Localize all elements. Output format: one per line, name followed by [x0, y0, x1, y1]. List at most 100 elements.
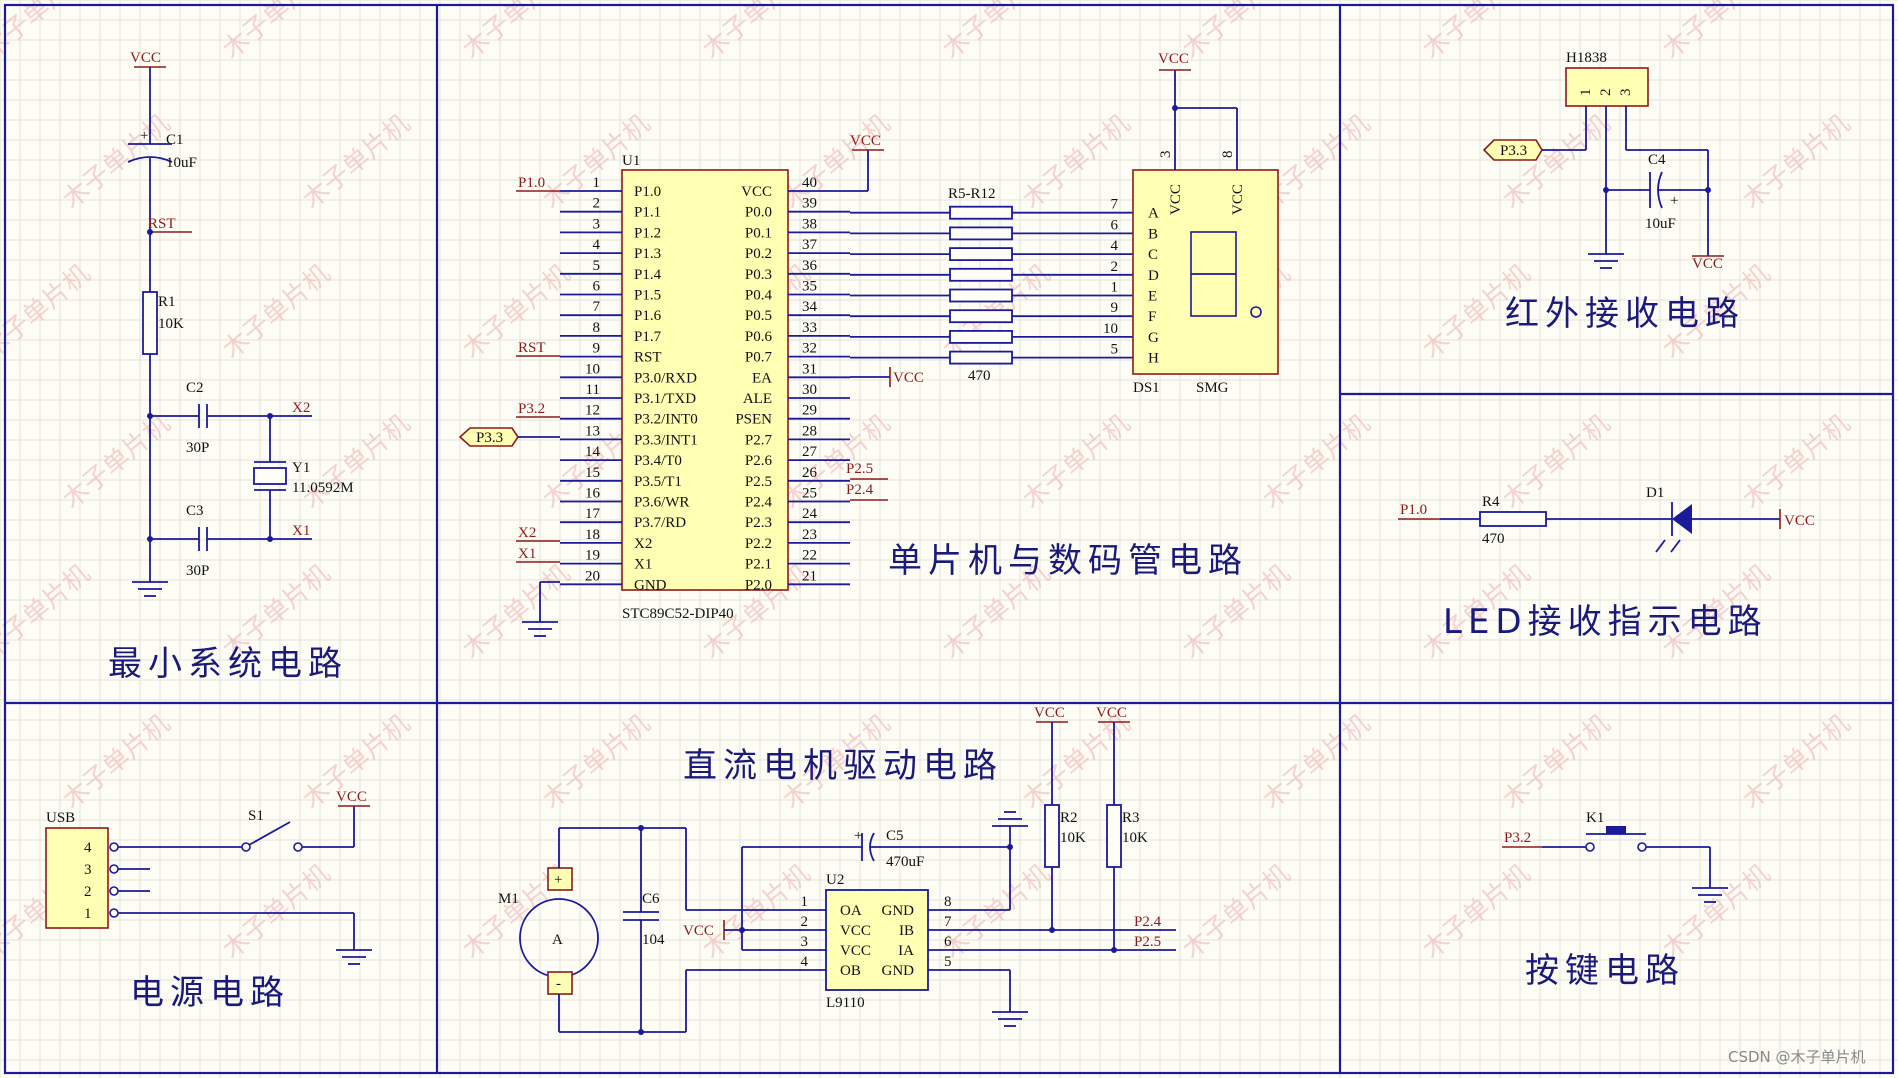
- ir-sensor-body: [1565, 67, 1649, 107]
- watermark-text: 木子单片机: [1497, 109, 1616, 216]
- ir-receiver-circuit: H1838 1 2 3 P3.3 VCC C4 + 10uF: [1482, 50, 1724, 272]
- mcu-right-pin-num: 37: [802, 237, 818, 253]
- c5-ref: C5: [886, 828, 904, 844]
- watermark-text: 木子单片机: [1017, 109, 1136, 216]
- r3-resistor: [1106, 804, 1122, 868]
- watermark-text: 木子单片机: [1737, 709, 1856, 816]
- ir-ref: H1838: [1566, 50, 1607, 66]
- s1-ref: S1: [248, 808, 264, 824]
- section-frames: [3, 3, 1895, 1075]
- ir-pin1: 1: [1578, 89, 1594, 97]
- y1-value: 11.0592M: [292, 480, 354, 496]
- mcu-right-pin-name: P0.7: [745, 350, 773, 366]
- usb-ref: USB: [46, 810, 75, 826]
- mcu-right-pin-num: 23: [802, 527, 817, 543]
- mcu-left-pin-num: 8: [593, 320, 601, 336]
- display-ds1: DS1 SMG VCC 3 8 VCC VCC 7A6B4C2D1E9F10G5…: [1103, 51, 1279, 396]
- ir-pin2: 2: [1598, 89, 1614, 97]
- mcu-right-pin-name: P0.3: [745, 267, 772, 283]
- mcu-right-pin-num: 31: [802, 361, 817, 377]
- watermark-text: 木子单片机: [217, 0, 336, 65]
- u2-left-pin-num: 1: [801, 894, 809, 910]
- mcu-left-pin-num: 12: [585, 403, 600, 419]
- mcu-left-pin-name: RST: [634, 350, 662, 366]
- ds1-pin-num: 7: [1111, 197, 1119, 213]
- mcu-right-pin-num: 30: [802, 382, 817, 398]
- watermark-text: 木子单片机: [457, 559, 576, 666]
- array-resistor: [949, 350, 1013, 365]
- watermark-text: 木子单片机: [297, 109, 416, 216]
- mcu-right-pin-num: 40: [802, 175, 817, 191]
- watermark-text: 木子单片机: [217, 859, 336, 966]
- u2-left-pin-name: VCC: [840, 923, 871, 939]
- mcu-left-pin-name: P3.4/T0: [634, 453, 682, 469]
- ds1-pin-name: G: [1148, 330, 1159, 346]
- k1-ref: K1: [1586, 810, 1604, 826]
- ds1-part: SMG: [1196, 380, 1229, 396]
- c1-plus: +: [140, 128, 148, 144]
- mcu-left-pin-num: 2: [593, 196, 601, 212]
- ds1-pin-num: 5: [1111, 342, 1119, 358]
- mcu-right-pin-name: VCC: [741, 184, 772, 200]
- watermark-text: 木子单片机: [1017, 709, 1136, 816]
- watermark-text: 木子单片机: [537, 709, 656, 816]
- mcu-left-pin-num: 1: [593, 175, 601, 191]
- c1-value: 10uF: [166, 155, 197, 171]
- watermark-text: 木子单片机: [217, 259, 336, 366]
- array-resistor: [949, 309, 1013, 324]
- watermark-text: 木子单片机: [1737, 409, 1856, 516]
- u2-right-pin-num: 7: [944, 914, 952, 930]
- u2-right-pin-name: GND: [882, 903, 915, 919]
- c1-ref: C1: [166, 132, 184, 148]
- mcu-left-pin-name: P1.7: [634, 329, 662, 345]
- watermark-text: 木子单片机: [1257, 709, 1376, 816]
- net-p33-label: P3.3: [476, 430, 503, 446]
- mcu-right-pin-name: ALE: [743, 391, 772, 407]
- watermark-text: 木子单片机: [1417, 0, 1536, 65]
- motor-driver-circuit: M1 A + - C6 104 VCC: [498, 705, 1176, 1035]
- mcu-left-pin-num: 14: [585, 444, 601, 460]
- ds1-pin-name: D: [1148, 268, 1159, 284]
- key-p32-label: P3.2: [1504, 830, 1531, 846]
- array-resistor: [949, 247, 1013, 262]
- mcu-left-pin-num: 3: [593, 216, 601, 232]
- ir-pin3: 3: [1618, 89, 1634, 97]
- section-title-led-indicator: LED接收指示电路: [1443, 602, 1768, 642]
- usb-pin1: 1: [84, 906, 92, 922]
- mcu-right-pin-name: PSEN: [735, 412, 772, 428]
- ds1-body: [1132, 169, 1279, 375]
- section-title-mcu-display: 单片机与数码管电路: [888, 541, 1248, 581]
- c4-ref: C4: [1648, 152, 1666, 168]
- r3-vcc-label: VCC: [1096, 705, 1127, 721]
- watermark-text: 木子单片机: [1657, 859, 1776, 966]
- mcu-right-pin-name: P0.5: [745, 308, 772, 324]
- u2-left-pin-num: 4: [801, 954, 809, 970]
- u2-left-pin-num: 3: [801, 934, 809, 950]
- r4-value: 470: [1482, 531, 1505, 547]
- watermark-text: 木子单片机: [1737, 109, 1856, 216]
- mcu-left-pin-num: 9: [593, 341, 601, 357]
- mcu-right-pin-name: P0.1: [745, 225, 772, 241]
- u2-right-pin-num: 8: [944, 894, 952, 910]
- mcu-left-pin-num: 15: [585, 465, 600, 481]
- watermark-text: 木子单片机: [57, 709, 176, 816]
- r1-ref: R1: [158, 294, 176, 310]
- u2-vcc-label: VCC: [683, 923, 714, 939]
- mcu-left-pin-name: P3.0/RXD: [634, 370, 697, 386]
- mcu-left-pin-num: 19: [585, 548, 600, 564]
- mcu-left-pin-name: P1.5: [634, 288, 661, 304]
- net-p25-label: P2.5: [846, 461, 873, 477]
- watermark-text: 木子单片机: [57, 409, 176, 516]
- mcu-right-pin-name: P2.3: [745, 515, 772, 531]
- mcu-right-pin-num: 35: [802, 279, 817, 295]
- u2-right-pin-name: GND: [882, 963, 915, 979]
- mcu-left-pin-name: P1.1: [634, 205, 661, 221]
- mcu-left-pin-num: 11: [586, 382, 600, 398]
- mcu-left-pin-num: 16: [585, 486, 601, 502]
- ds1-ref: DS1: [1133, 380, 1160, 396]
- mcu-right-pin-num: 39: [802, 196, 817, 212]
- watermark-text: 木子单片机: [0, 0, 96, 65]
- section-title-key: 按键电路: [1525, 951, 1685, 991]
